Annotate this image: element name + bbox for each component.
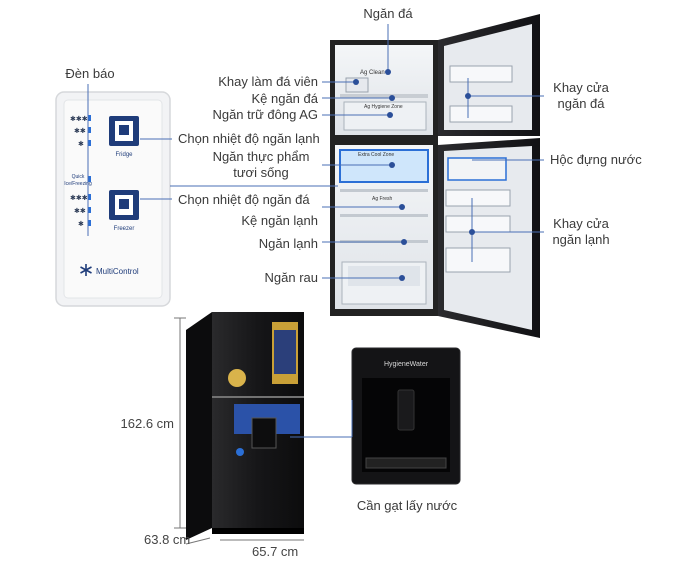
fresh-food-drawer — [339, 149, 429, 183]
dimension-width: 65.7 cm — [252, 544, 299, 559]
freezer-door-tray-lower — [449, 105, 513, 123]
water-drop-icon — [236, 448, 244, 456]
label-water-tank: Hộc đựng nước — [550, 152, 642, 167]
open-fridge — [330, 14, 540, 338]
label-ag-freeze: Ngăn trữ đông AG — [212, 107, 318, 122]
label-fridge-temp-select: Chọn nhiệt độ ngăn lạnh — [178, 131, 320, 146]
label-fridge-compartment: Ngăn lạnh — [258, 236, 318, 251]
label-fridge-door-tray-2: ngăn lạnh — [552, 232, 610, 247]
dimension-height: 162.6 cm — [120, 416, 174, 431]
water-tank — [447, 157, 507, 181]
quick-label: Quick — [72, 174, 85, 180]
ag-clean-mark: Ag Clean — [360, 70, 385, 76]
label-water-lever: Cần gạt lấy nước — [356, 498, 458, 513]
label-freezer-door-tray-1: Khay cửa — [553, 80, 609, 95]
freezer-indicator-lights: ✱✱✱ ✱✱ ✱ — [70, 176, 91, 228]
label-fresh-food-1: Ngăn thực phẩm — [212, 149, 310, 164]
control-panel: ✱✱✱ ✱✱ ✱ ✱✱✱ ✱✱ ✱ — [55, 91, 171, 307]
extra-cool-mark: Extra Cool Zone — [358, 152, 394, 158]
svg-text:✱✱: ✱✱ — [74, 127, 86, 135]
svg-text:✱✱✱: ✱✱✱ — [70, 194, 88, 202]
water-dispenser-closed — [251, 417, 277, 449]
ag-hygiene-mark: Ag Hygiene Zone — [364, 104, 403, 110]
dimension-depth: 63.8 cm — [144, 532, 191, 547]
label-freezer-temp-select: Chọn nhiệt độ ngăn đá — [178, 192, 310, 207]
leader-dots — [353, 69, 475, 281]
ice-freezing-label: Ice/Freezing — [64, 181, 92, 187]
fridge-door-tray-1 — [445, 189, 511, 207]
fridge-button-label: Fridge — [115, 152, 133, 158]
label-fresh-food-2: tươi sống — [233, 165, 289, 180]
ag-fresh-mark: Ag Fresh — [372, 196, 393, 202]
label-freezer-shelf: Kệ ngăn đá — [251, 91, 318, 106]
label-fridge-shelf: Kệ ngăn lạnh — [241, 213, 318, 228]
label-indicator: Đèn báo — [65, 66, 115, 81]
label-freezer-compartment: Ngăn đá — [363, 6, 413, 21]
fridge-shelf — [340, 214, 428, 217]
freezer-door-tray-upper — [449, 65, 513, 83]
dimension-lines — [174, 317, 304, 545]
label-ice-tray: Khay làm đá viên — [218, 74, 318, 89]
fridge-indicator-lights: ✱✱✱ ✱✱ ✱ — [70, 115, 91, 148]
snowflake-icon — [80, 264, 92, 276]
dispenser-closeup — [351, 347, 461, 485]
badge-sticker — [228, 369, 246, 387]
svg-text:✱✱: ✱✱ — [74, 207, 86, 215]
label-vegetable-drawer: Ngăn rau — [264, 270, 318, 285]
svg-text:✱: ✱ — [78, 220, 84, 228]
fridge-door-tray-3 — [445, 247, 511, 273]
svg-text:✱: ✱ — [78, 140, 84, 148]
hygiene-water-title: HygieneWater — [384, 361, 429, 368]
svg-text:✱✱✱: ✱✱✱ — [70, 115, 88, 123]
multicontrol-brand: MultiControl — [96, 267, 139, 276]
closed-fridge — [186, 312, 304, 540]
water-lever — [397, 389, 415, 431]
label-fridge-door-tray-1: Khay cửa — [553, 216, 609, 231]
label-freezer-door-tray-2: ngăn đá — [557, 96, 605, 111]
fridge-door-tray-2 — [445, 215, 511, 233]
freezer-button-label: Freezer — [114, 226, 135, 232]
freezer-shelf — [340, 94, 428, 98]
ag-freeze-drawer — [343, 101, 427, 131]
